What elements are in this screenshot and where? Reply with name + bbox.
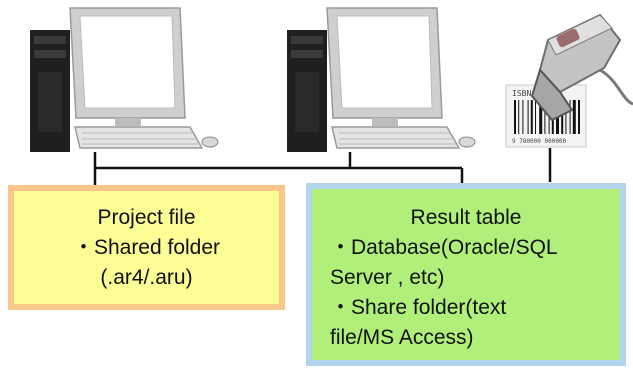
result-table-line: file/MS Access) xyxy=(330,326,474,349)
barcode-bar xyxy=(530,100,533,134)
barcode-bar xyxy=(522,100,524,134)
barcode-bar xyxy=(518,100,520,134)
result-table-line: Server , etc) xyxy=(330,266,445,289)
result-table-title: Result table xyxy=(410,206,522,229)
barcode-bar xyxy=(561,100,564,134)
result-table-line: ・Share folder(text xyxy=(330,296,507,319)
barcode-number-label: 9 780000 000000 xyxy=(512,138,567,145)
result-table-line: ・Database(Oracle/SQL xyxy=(330,236,558,259)
project-file-line: (.ar4/.aru) xyxy=(100,266,193,289)
barcode-bar xyxy=(569,100,571,134)
barcode-bar xyxy=(514,100,516,134)
barcode-bar xyxy=(565,100,567,134)
project-file-box: Project file ・Shared folder (.ar4/.aru) xyxy=(8,185,285,310)
barcode-bar xyxy=(539,100,543,134)
result-table-box: Result table ・Database(Oracle/SQL Server… xyxy=(306,183,626,366)
barcode-bar xyxy=(544,100,546,134)
barcode-bar xyxy=(527,100,529,134)
project-file-line: ・Shared folder xyxy=(72,236,221,259)
barcode-bar xyxy=(535,100,536,134)
barcode-bar xyxy=(572,100,576,134)
project-file-title: Project file xyxy=(97,206,196,229)
barcode-bar xyxy=(578,100,580,134)
